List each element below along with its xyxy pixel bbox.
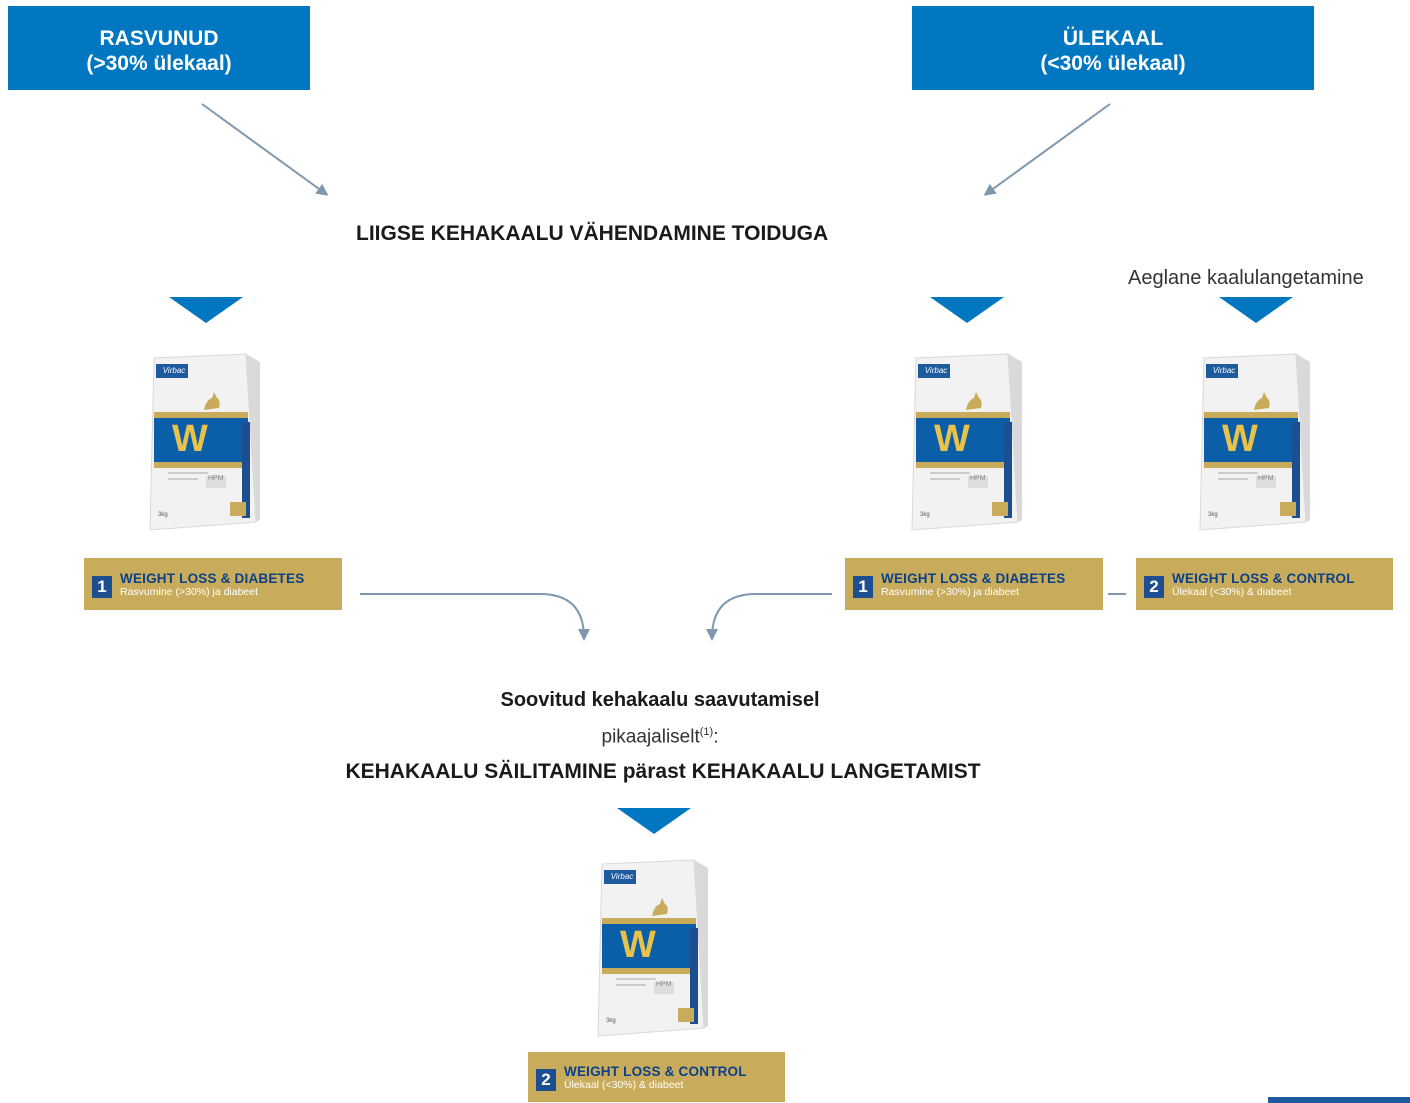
long-term-colon: : (713, 726, 719, 748)
bag-2-weight: 3kg (920, 512, 930, 518)
bag-4-hpm: HPM (656, 981, 672, 988)
arrow-right-product-to-target (706, 593, 832, 641)
corner-accent-bar (1268, 1097, 1410, 1103)
product-name: WEIGHT LOSS & DIABETES (120, 570, 305, 586)
product-name: WEIGHT LOSS & DIABETES (881, 570, 1066, 586)
bag-4-letter: W (620, 924, 656, 966)
product-subtitle: Rasvumine (>30%) ja diabeet (120, 585, 259, 598)
box-overweight: ÜLEKAAL (<30% ülekaal) (912, 6, 1314, 90)
product-bag-3 (1196, 352, 1312, 532)
bag-2-letter: W (934, 418, 970, 460)
product-name: WEIGHT LOSS & CONTROL (564, 1063, 747, 1079)
product-number-badge: 2 (536, 1069, 556, 1091)
down-triangle-far-right (1219, 297, 1293, 323)
bag-1-weight: 3kg (158, 512, 168, 518)
product-bag-1 (146, 352, 262, 532)
arrow-overweight-to-reduction (983, 103, 1111, 196)
bag-1-brand: Virbac (162, 366, 186, 375)
bag-4-brand: Virbac (610, 872, 634, 881)
product-bag-2 (908, 352, 1024, 532)
product-subtitle: Rasvumine (>30%) ja diabeet (881, 585, 1020, 598)
box-overweight-subtitle: (<30% ülekaal) (1040, 52, 1186, 75)
long-term-text: pikaajaliselt (601, 726, 700, 748)
down-triangle-bottom (617, 808, 691, 834)
bag-1-hpm: HPM (208, 475, 224, 482)
long-term-line: pikaajaliselt(1): (0, 726, 1320, 748)
product-number-badge: 1 (92, 576, 112, 598)
product-subtitle: Ülekaal (<30%) & diabeet (564, 1078, 684, 1091)
box-obese-subtitle: (>30% ülekaal) (86, 52, 232, 75)
bag-3-letter: W (1222, 418, 1258, 460)
product-label-loss-control-bottom: 2 WEIGHT LOSS & CONTROL Ülekaal (<30%) &… (528, 1052, 785, 1102)
box-overweight-title: ÜLEKAAL (1062, 27, 1164, 50)
bag-3-weight: 3kg (1208, 512, 1218, 518)
product-label-loss-control-right: 2 WEIGHT LOSS & CONTROL Ülekaal (<30%) &… (1136, 558, 1393, 610)
bag-4-weight: 3kg (606, 1018, 616, 1024)
down-triangle-mid-right (930, 297, 1004, 323)
bag-3-brand: Virbac (1212, 366, 1236, 375)
arrow-obese-to-reduction (201, 103, 329, 196)
arrow-left-product-to-target (360, 593, 590, 641)
bag-2-brand: Virbac (924, 366, 948, 375)
product-subtitle: Ülekaal (<30%) & diabeet (1172, 585, 1292, 598)
product-label-loss-diabetes-right: 1 WEIGHT LOSS & DIABETES Rasvumine (>30%… (845, 558, 1103, 610)
bag-1-letter: W (172, 418, 208, 460)
product-number-badge: 2 (1144, 576, 1164, 598)
product-number-badge: 1 (853, 576, 873, 598)
down-triangle-left (169, 297, 243, 323)
slow-loss-label: Aeglane kaalulangetamine (1128, 267, 1364, 289)
product-name: WEIGHT LOSS & CONTROL (1172, 570, 1355, 586)
bag-2-hpm: HPM (970, 475, 986, 482)
footnote-ref: (1) (699, 726, 714, 738)
target-weight-heading: Soovitud kehakaalu saavutamisel (500, 689, 820, 711)
reduction-heading: LIIGSE KEHAKAALU VÄHENDAMINE TOIDUGA (356, 222, 829, 245)
box-obese: RASVUNUD (>30% ülekaal) (8, 6, 310, 90)
product-bag-4 (594, 858, 710, 1038)
bag-3-hpm: HPM (1258, 475, 1274, 482)
box-obese-title: RASVUNUD (99, 27, 219, 50)
maintenance-heading: KEHAKAALU SÄILITAMINE pärast KEHAKAALU L… (345, 760, 981, 783)
product-label-loss-diabetes-left: 1 WEIGHT LOSS & DIABETES Rasvumine (>30%… (84, 558, 342, 610)
